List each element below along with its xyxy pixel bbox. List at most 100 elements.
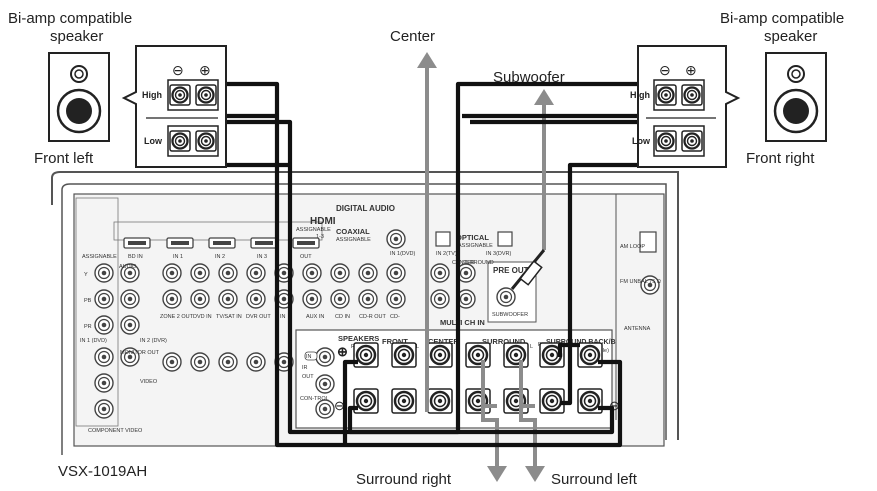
ir-in-badge: IN xyxy=(306,354,312,360)
terminal-center-minus[interactable] xyxy=(426,387,454,415)
component-video-label: COMPONENT VIDEO xyxy=(88,428,143,434)
panel-plus-symbol: ⊕ xyxy=(337,344,348,359)
assignable-label: ASSIGNABLE xyxy=(82,254,117,260)
terminal-surround-r-minus[interactable] xyxy=(464,387,492,415)
hdmi-range-label: 1-3 xyxy=(316,234,324,240)
ir-out-badge: OUT xyxy=(302,374,314,380)
left-high-minus-post[interactable] xyxy=(168,83,192,107)
optical-in2-label: IN 2(TV) xyxy=(436,251,457,257)
left-speaker-title-line1: Bi-amp compatible xyxy=(8,10,132,27)
tv-sat-in-label: TV/SAT IN xyxy=(216,314,242,320)
right-high-plus-post[interactable] xyxy=(680,83,704,107)
hdmi-label: HDMI xyxy=(310,216,336,227)
right-speaker-title-line2: speaker xyxy=(764,28,817,45)
dvr-out-label: DVR OUT xyxy=(246,314,271,320)
optical-in2-port[interactable] xyxy=(435,231,451,247)
hdmi-bd-in-port[interactable] xyxy=(123,237,151,249)
left-high-label: High xyxy=(142,90,162,100)
aux-in-label: AUX IN xyxy=(306,314,324,320)
cable-surround-back xyxy=(557,342,580,357)
right-speaker-title-line1: Bi-amp compatible xyxy=(720,10,844,27)
right-low-label: Low xyxy=(632,136,651,146)
right-high-minus-post[interactable] xyxy=(654,83,678,107)
speakers-label: SPEAKERS xyxy=(338,334,379,343)
optical-assignable-label: ASSIGNABLE xyxy=(458,243,493,249)
pr-label: PR xyxy=(84,324,92,330)
center-terminal-label: CENTER xyxy=(428,337,459,346)
right-high-label: High xyxy=(630,90,650,100)
left-minus-symbol: ⊖ xyxy=(172,62,184,78)
fm-unbal-label: FM UNBAL 75 Ω xyxy=(620,279,661,285)
dvd-in-label: DVD IN xyxy=(193,314,212,320)
digital-audio-label: DIGITAL AUDIO xyxy=(336,204,395,213)
optical-in3-port[interactable] xyxy=(497,231,513,247)
front-l-label: L xyxy=(416,344,419,350)
multi-ch-in-label: MULTI CH IN xyxy=(440,318,485,327)
left-terminal-box xyxy=(121,45,227,168)
am-loop-label: AM LOOP xyxy=(620,244,645,250)
monitor-out-label: MONITOR OUT xyxy=(120,350,160,356)
surround-l-label: L xyxy=(530,344,533,350)
subwoofer-jack-label: SUBWOOFER xyxy=(492,312,528,318)
cdr-out-label: CD-R OUT xyxy=(359,314,387,320)
terminal-center-plus[interactable] xyxy=(426,341,454,369)
right-minus-symbol: ⊖ xyxy=(659,62,671,78)
panel-minus-symbol: ⊖ xyxy=(334,398,345,413)
cdr-in-label: CD- xyxy=(390,314,400,320)
right-plus-symbol: ⊕ xyxy=(685,62,697,78)
dvr-in-label: IN xyxy=(280,314,286,320)
hdmi-out-label: OUT xyxy=(300,254,312,260)
pre-out-label: PRE OUT xyxy=(493,266,529,275)
panel-minus-symbol-right: ⊖ xyxy=(609,398,620,413)
video-label: VIDEO xyxy=(140,379,158,385)
center-jack-label: CENTER xyxy=(452,260,475,266)
optical-in3-label: IN 3(DVR) xyxy=(486,251,512,257)
hdmi-in3-port[interactable] xyxy=(250,237,278,249)
coaxial-label: COAXIAL xyxy=(336,227,370,236)
front-terminal-label: FRONT xyxy=(382,337,408,346)
left-high-plus-post[interactable] xyxy=(194,83,218,107)
right-low-plus-post[interactable] xyxy=(680,129,704,153)
right-low-minus-post[interactable] xyxy=(654,129,678,153)
coaxial-assignable-label: ASSIGNABLE xyxy=(336,237,371,243)
zone2-out-label: ZONE 2 OUT xyxy=(160,314,194,320)
surround-jack-label: SURROUND xyxy=(462,260,494,266)
left-low-plus-post[interactable] xyxy=(194,129,218,153)
left-speaker-title-line2: speaker xyxy=(50,28,103,45)
in3-label: IN 3 xyxy=(257,254,267,260)
terminal-front-l-plus[interactable] xyxy=(390,341,418,369)
left-speaker xyxy=(48,52,110,142)
audio-label: AUDIO xyxy=(119,264,137,270)
terminal-surround-l-plus[interactable] xyxy=(502,341,530,369)
coaxial-jack[interactable] xyxy=(386,229,406,249)
surround-left-label: Surround left xyxy=(551,471,638,488)
pb-label: PB xyxy=(84,298,92,304)
front-right-label: Front right xyxy=(746,150,815,167)
subwoofer-label: Subwoofer xyxy=(493,69,565,86)
center-label: Center xyxy=(390,28,435,45)
left-low-label: Low xyxy=(144,136,163,146)
optical-label: OPTICAL xyxy=(456,233,489,242)
terminal-surround-r-plus[interactable] xyxy=(464,341,492,369)
cable-front-left-panel xyxy=(342,359,358,445)
subwoofer-preout-jack[interactable] xyxy=(496,287,516,307)
left-low-minus-post[interactable] xyxy=(168,129,192,153)
terminal-surround-l-minus[interactable] xyxy=(502,387,530,415)
in2-dvr-comp-label: IN 2 (DVR) xyxy=(140,338,167,344)
front-left-label: Front left xyxy=(34,150,94,167)
y-label: Y xyxy=(84,272,88,278)
hdmi-in1-port[interactable] xyxy=(166,237,194,249)
in1-label: IN 1 xyxy=(173,254,183,260)
in1-dvd-comp-label: IN 1 (DVD) xyxy=(80,338,107,344)
surround-terminal-label: SURROUND xyxy=(482,337,526,346)
hdmi-in2-port[interactable] xyxy=(208,237,236,249)
right-terminal-box xyxy=(637,45,741,168)
cd-in-label: CD IN xyxy=(335,314,350,320)
hdmi-assignable-label: ASSIGNABLE xyxy=(296,227,331,233)
subwoofer-cable xyxy=(510,249,546,290)
surround-right-label: Surround right xyxy=(356,471,452,488)
coaxial-in1-label: IN 1(DVD) xyxy=(390,251,416,257)
terminal-front-l-minus[interactable] xyxy=(390,387,418,415)
